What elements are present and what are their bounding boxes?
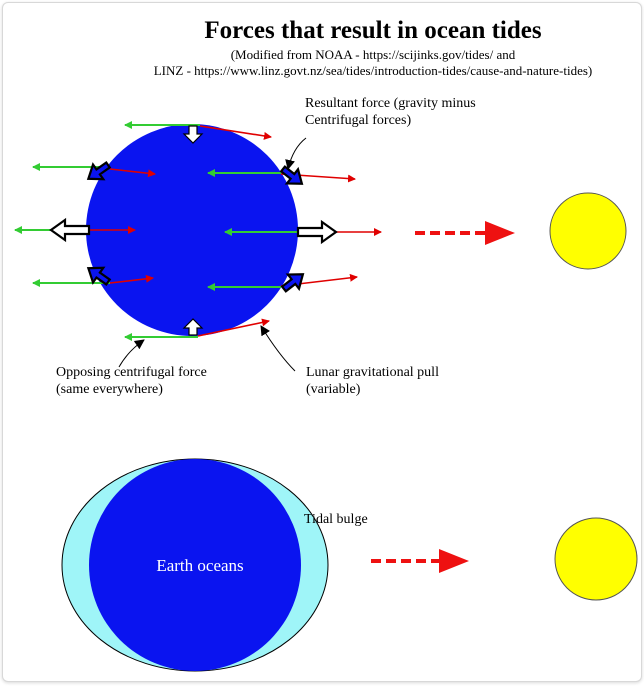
hollow-arrow-icon <box>49 217 91 243</box>
hollow-arrow-icon <box>280 273 305 293</box>
dashed-arrow-icon <box>439 549 469 573</box>
hollow-arrow-icon <box>86 266 112 286</box>
direction-arrow-top <box>415 221 515 245</box>
moon-bottom <box>554 517 638 601</box>
centrifugal-leader <box>118 339 145 368</box>
tidal-bulge-label: Tidal bulge <box>304 512 368 527</box>
gravity-arrow <box>109 274 154 284</box>
hollow-arrow-icon <box>182 318 204 336</box>
earth-oceans-label: Earth oceans <box>156 556 243 575</box>
hollow-arrow-icon <box>182 125 204 144</box>
resultant-label: Resultant force (gravity minus Centrifug… <box>305 96 476 128</box>
direction-arrow-bottom <box>371 549 469 573</box>
lunar-label: Lunar gravitational pull (variable) <box>306 365 439 397</box>
gravity-arrow <box>197 318 270 337</box>
earth-bottom <box>89 459 301 671</box>
dashed-arrow-icon <box>485 221 515 245</box>
resultant-leader <box>285 137 307 170</box>
diagram-title: Forces that result in ocean tides <box>204 17 542 44</box>
tides-diagram-canvas: Earth oceans <box>14 121 638 672</box>
centrifugal-label: Opposing centrifugal force (same everywh… <box>56 365 207 397</box>
credit-line-1: (Modified from NOAA - https://scijinks.g… <box>230 47 516 62</box>
earth-top <box>86 124 298 336</box>
leader-lines <box>118 137 307 372</box>
hollow-arrow-icon <box>86 161 112 181</box>
lunar-leader <box>260 325 296 372</box>
pole-arrows <box>182 125 204 336</box>
credit-line-2: LINZ - https://www.linz.govt.nz/sea/tide… <box>153 63 593 78</box>
moon-top <box>549 192 627 270</box>
gravity-arrow <box>199 125 272 140</box>
resultant-arrows <box>49 161 338 293</box>
hollow-arrow-icon <box>296 219 338 245</box>
hollow-arrow-icon <box>279 165 304 185</box>
gravity-arrow <box>109 168 156 178</box>
